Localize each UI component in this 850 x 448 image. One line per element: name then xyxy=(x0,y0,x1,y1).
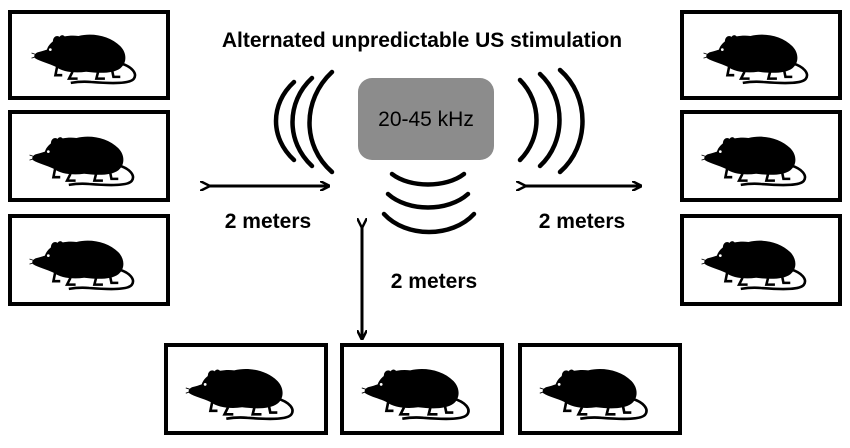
cage-left-3 xyxy=(8,214,170,306)
ultrasound-source: 20-45 kHz xyxy=(358,78,494,160)
bottom-cage-row xyxy=(164,343,682,435)
right-cage-column xyxy=(680,10,842,306)
frequency-label: 20-45 kHz xyxy=(378,108,474,131)
source-box xyxy=(358,78,494,160)
cage-right-3 xyxy=(680,214,842,306)
cage-bottom-3 xyxy=(518,343,682,435)
right-sound-waves-icon xyxy=(517,67,585,175)
right-distance-label: 2 meters xyxy=(539,210,625,233)
cage-left-2 xyxy=(8,110,170,202)
cage-bottom-2 xyxy=(340,343,504,435)
cage-left-1 xyxy=(8,10,170,100)
bottom-distance-label: 2 meters xyxy=(391,270,477,293)
left-cage-column xyxy=(8,10,170,306)
bottom-sound-waves-icon xyxy=(381,171,477,235)
cage-right-1 xyxy=(680,10,842,100)
diagram-title: Alternated unpredictable US stimulation xyxy=(222,29,622,52)
cage-right-2 xyxy=(680,110,842,202)
left-sound-waves-icon xyxy=(273,69,335,175)
left-distance-label: 2 meters xyxy=(225,210,311,233)
cage-bottom-1 xyxy=(164,343,328,435)
